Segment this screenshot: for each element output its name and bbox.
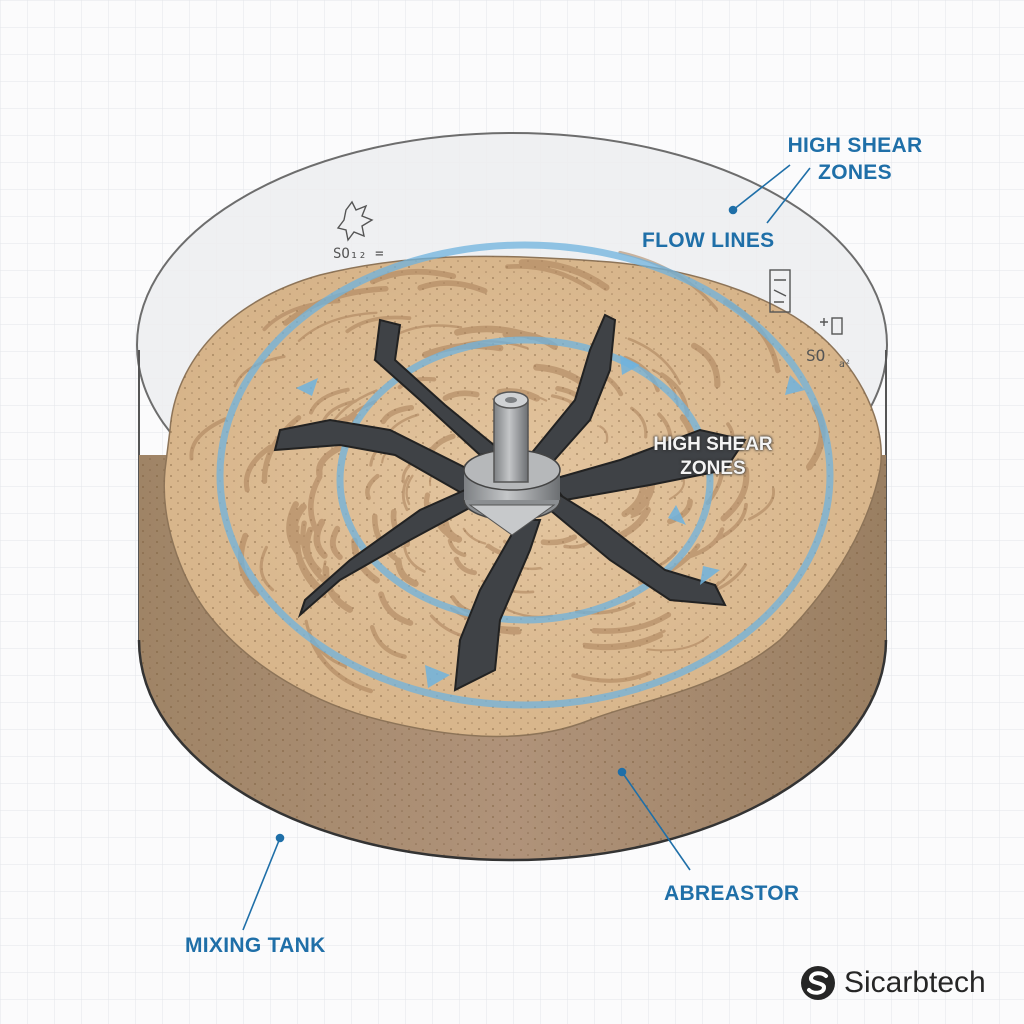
flow-arrow-2 [620,355,640,375]
swirl-streak [309,387,350,415]
formula-right: SO a² [806,346,851,370]
swirl-streak [369,624,407,659]
swirl-streak [505,264,592,291]
formula-left: SO₁₂ = [333,246,384,262]
swirl-streak [667,498,693,525]
impeller-blade-5 [548,493,727,607]
flow-arrows [296,355,805,688]
swirl-streak [286,501,302,557]
swirl-streak [441,519,463,543]
label-flow-lines: FLOW LINES [642,229,775,252]
drive-shaft [493,391,529,483]
formula-right-main: SO [806,346,826,365]
label-high-shear-zones-inner: HIGH SHEAR ZONES [643,433,783,481]
swirl-streak [401,475,410,512]
sketch-icon-right [769,269,843,335]
swirl-streak [297,311,378,343]
swirl-streak [454,325,535,340]
swirl-streak [453,556,477,576]
swirl-streak [447,538,467,558]
label-high-shear-zones-top-line2: ZONES [818,161,892,184]
swirl-streak [627,337,682,385]
swirl-streak [309,639,374,694]
swirl-streak [599,425,609,443]
swirl-streak [646,635,709,652]
flow-arrow-4 [700,566,720,585]
brand-name: Sicarbtech [844,966,986,999]
flow-arrow-1 [296,378,318,396]
impeller-blade-1 [273,418,472,497]
flow-arrow-5 [425,665,450,688]
swirl-streak [300,520,327,583]
swirl-streak [403,545,426,573]
swirl-streak [261,415,302,484]
swirl-streak [405,474,414,506]
label-high-shear-zones-top: HIGH SHEAR ZONES [780,132,930,186]
swirl-streak [189,417,227,461]
swirl-streak [518,259,610,291]
swirl-streak [442,390,480,402]
impeller-blade-2 [373,318,503,457]
swirl-streak [630,406,648,439]
flow-arrow-6 [668,505,686,525]
brand-logo: Sicarbtech [800,960,1010,1006]
swirl-streak [329,525,343,560]
label-high-shear-zones-top-line1: HIGH SHEAR [787,134,923,157]
label-high-shear-zones-inner-line1: HIGH SHEAR [653,434,773,455]
impeller-blade-7 [297,488,477,619]
swirl-streak [296,525,324,590]
swirl-streak [417,280,488,294]
sicarbtech-s-logo-icon [801,966,835,1000]
flow-ring-outer [216,241,834,709]
swirl-streak [591,612,672,634]
label-high-shear-zones-inner-line2: ZONES [680,458,746,479]
swirl-streak [748,487,775,521]
leader-abreastor [621,771,691,871]
leader-flow-lines [766,167,811,224]
impeller-blade-3 [528,313,617,467]
swirl-streak [313,518,328,559]
swirl-streak [380,404,415,425]
swirl-streak [369,268,457,285]
swirl-streak [668,477,686,501]
swirl-streak [540,534,578,546]
swirl-streak [582,629,666,647]
swirl-streak [582,633,664,651]
swirl-streak [322,565,354,613]
swirl-streak [308,474,323,537]
swirl-streak [365,473,380,501]
tank-bottom-edge [137,639,888,862]
flow-lines [216,241,834,709]
swirl-streak [571,670,652,683]
swirl-streak [345,315,412,334]
swirl-streak [563,540,591,549]
swirl-streak [720,466,750,522]
flow-arrow-3 [785,375,805,395]
leader-mixing-tank [242,837,281,931]
label-abreastor: ABREASTOR [664,882,800,905]
leader-lines [242,164,811,931]
swirl-streak [316,445,342,478]
label-mixing-tank: MIXING TANK [185,934,326,957]
formula-right-sub: a² [838,359,851,370]
swirl-streak [259,545,275,592]
flow-ring-inner [336,336,714,624]
impeller-blade-6 [453,519,542,692]
swirl-streak [691,342,721,389]
swirl-streak [395,557,419,587]
swirl-streak [378,591,414,626]
leader-high-shear-top [732,164,791,211]
swirl-streak [462,527,487,545]
swirl-streak [243,444,273,493]
impeller [273,313,747,692]
impeller-blade-4 [548,428,747,502]
sketch-icon-left [336,200,374,242]
swirl-streak [621,483,647,518]
